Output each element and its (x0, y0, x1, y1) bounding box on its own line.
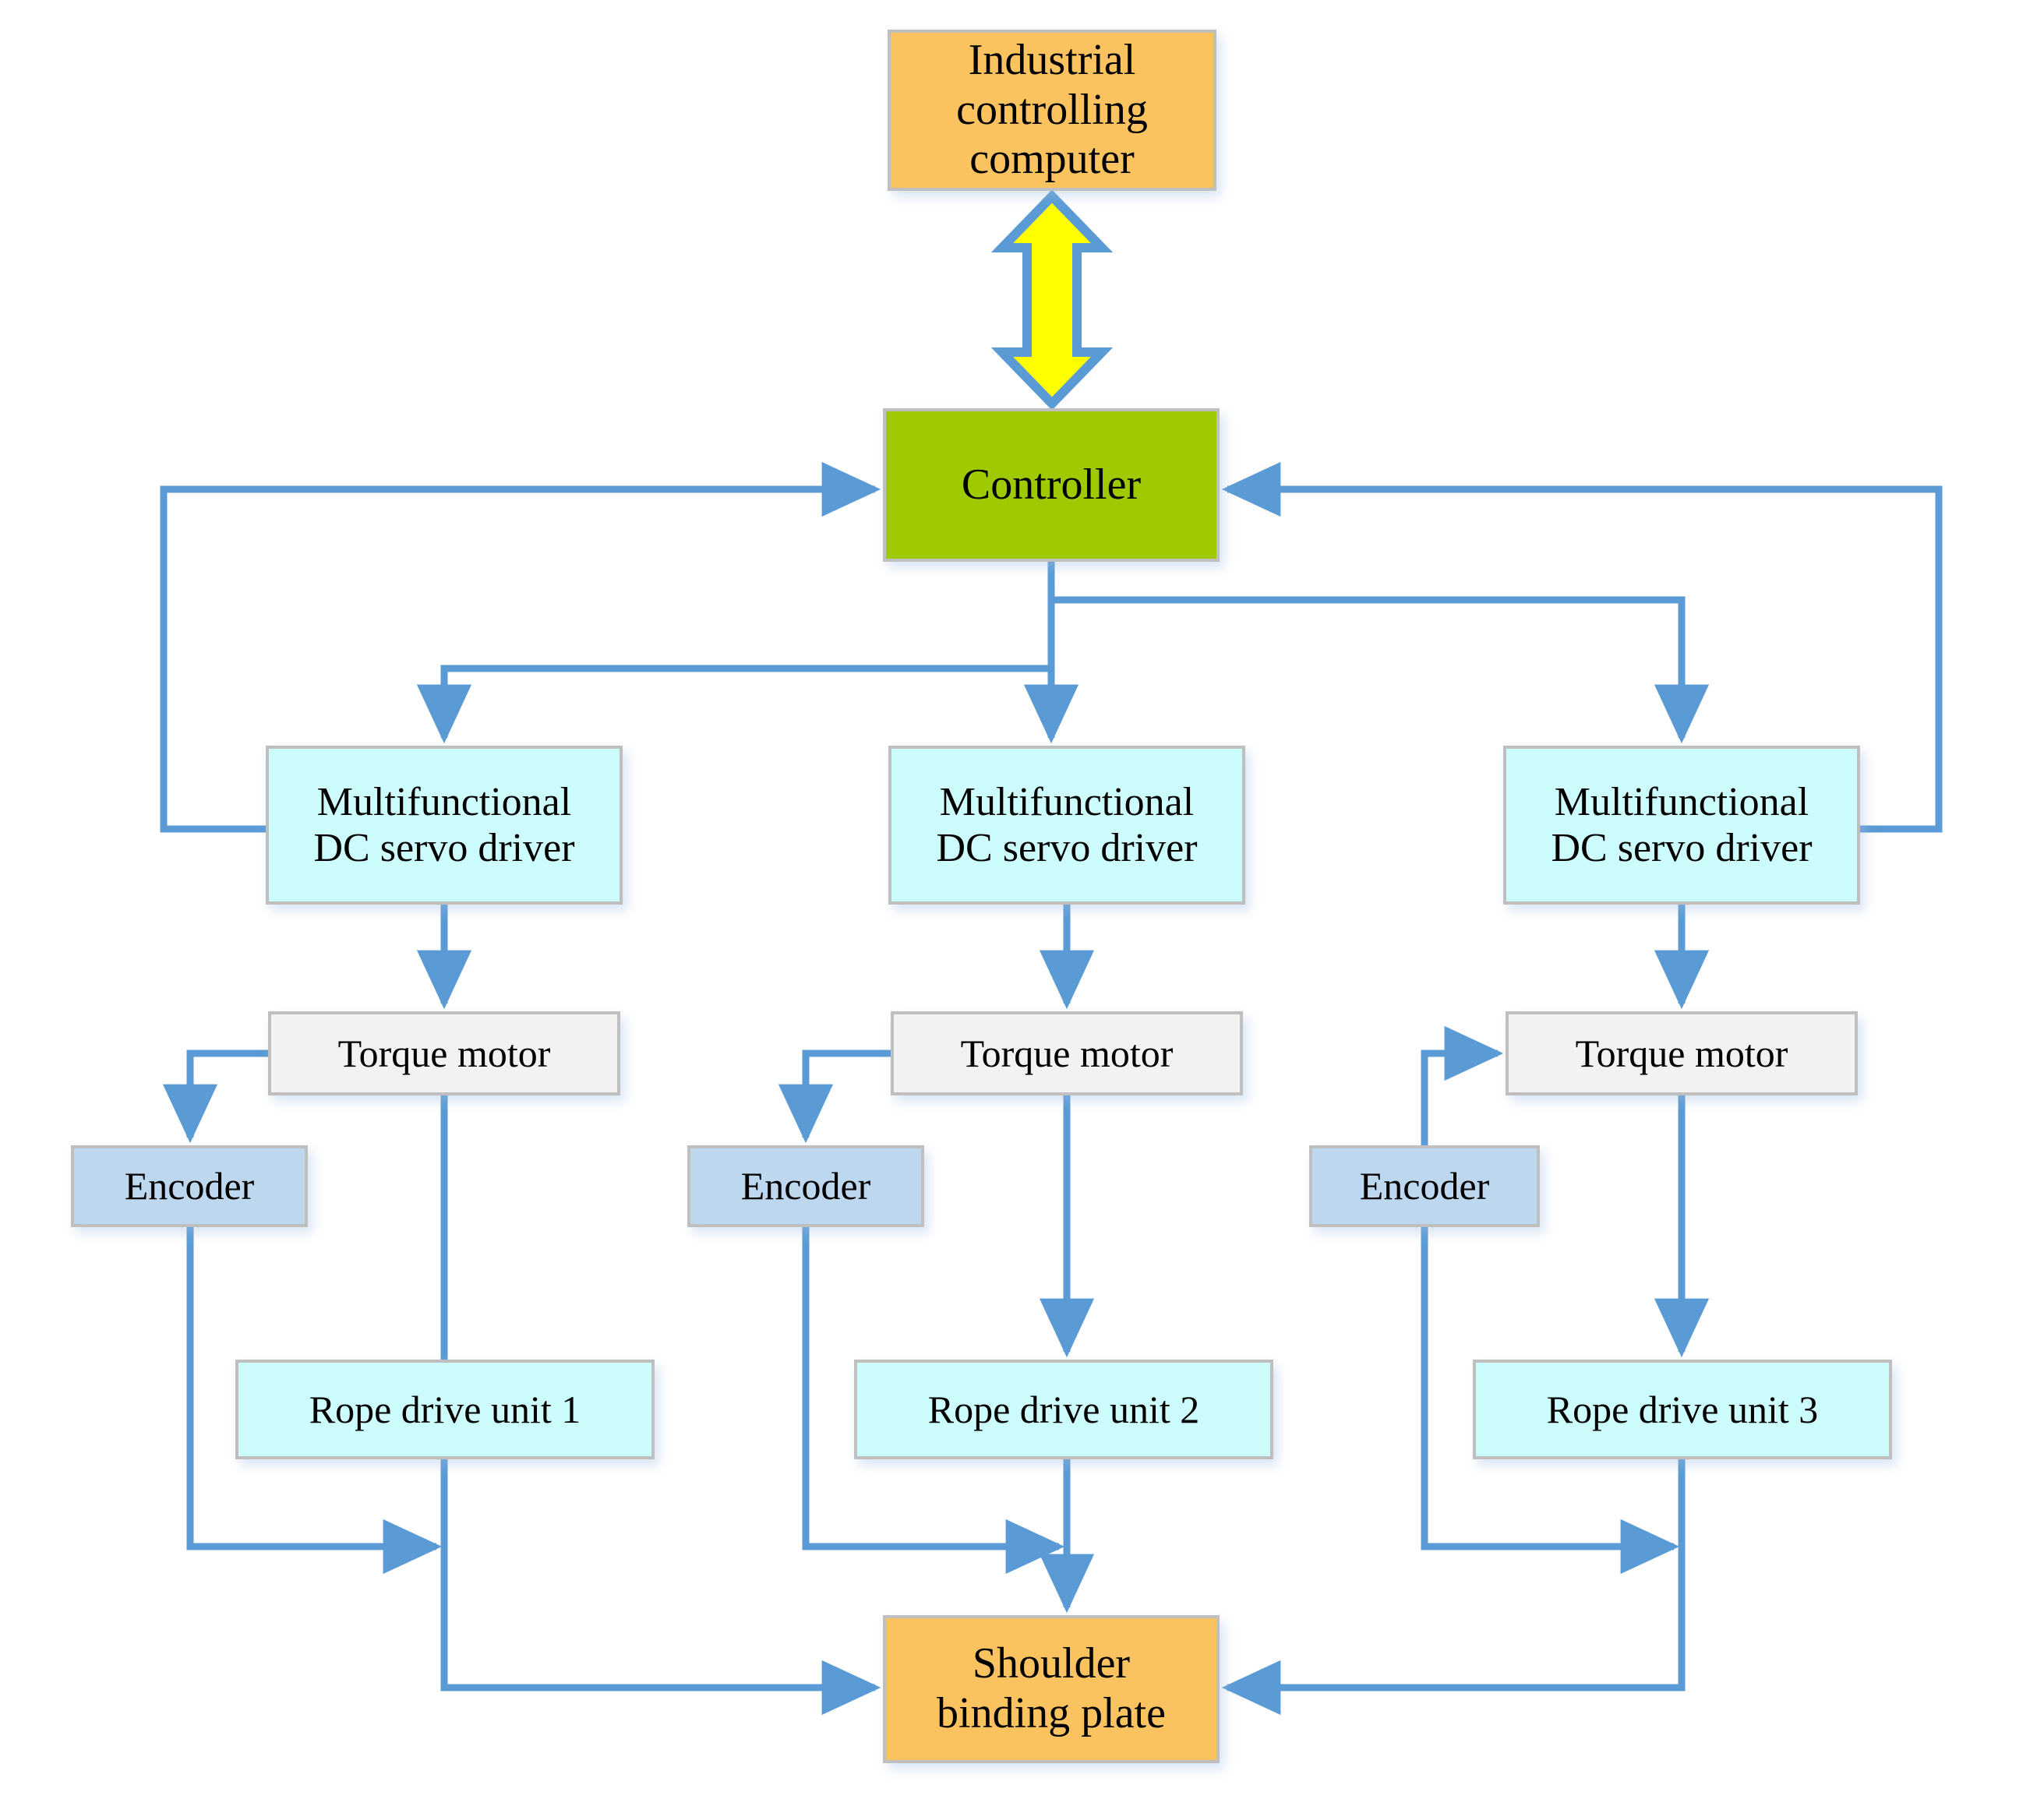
node-encoder-2[interactable]: Encoder (687, 1145, 924, 1227)
node-industrial-controlling-computer[interactable]: Industrial controlling computer (888, 30, 1216, 191)
node-dc-servo-driver-3[interactable]: Multifunctional DC servo driver (1503, 746, 1860, 905)
wire-motor2-to-encoder2 (778, 1049, 891, 1144)
node-torque-motor-2[interactable]: Torque motor (891, 1011, 1243, 1095)
wire-encoder3-to-motor3 (1421, 1025, 1504, 1145)
wire-rope3-to-plate (1221, 1459, 1686, 1716)
node-dc-servo-driver-1[interactable]: Multifunctional DC servo driver (266, 746, 623, 905)
node-rope-drive-unit-1[interactable]: Rope drive unit 1 (235, 1360, 655, 1459)
node-torque-motor-3[interactable]: Torque motor (1506, 1011, 1858, 1095)
node-encoder-1[interactable]: Encoder (71, 1145, 308, 1227)
node-encoder-3[interactable]: Encoder (1309, 1145, 1540, 1227)
node-shoulder-binding-plate[interactable]: Shoulder binding plate (883, 1615, 1220, 1763)
bidirectional-arrow-icon (990, 189, 1114, 411)
node-torque-motor-1[interactable]: Torque motor (268, 1011, 620, 1095)
node-dc-servo-driver-2[interactable]: Multifunctional DC servo driver (888, 746, 1245, 905)
wire-motor1-to-encoder1 (162, 1049, 268, 1144)
node-rope-drive-unit-2[interactable]: Rope drive unit 2 (854, 1360, 1273, 1459)
node-rope-drive-unit-3[interactable]: Rope drive unit 3 (1473, 1360, 1892, 1459)
wire-rope1-to-plate (440, 1459, 881, 1716)
node-controller[interactable]: Controller (883, 408, 1220, 562)
wire-controller-to-driver3 (1051, 596, 1710, 744)
wire-controller-to-driver1 (416, 665, 1051, 744)
